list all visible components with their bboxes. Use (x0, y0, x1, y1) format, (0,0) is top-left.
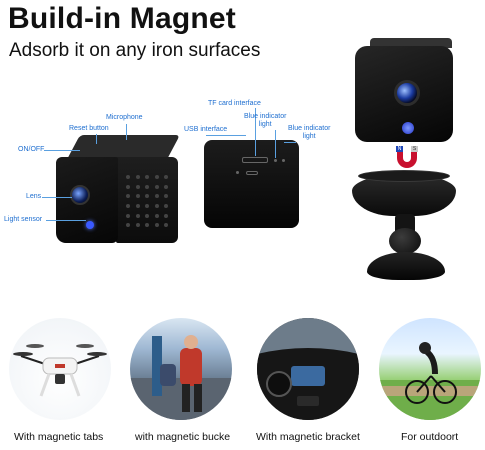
leader-line (46, 220, 86, 221)
backpack-icon (130, 335, 232, 420)
camera-back-panel (204, 140, 299, 228)
label-blue-indicator-1: Blue indicator light (244, 113, 287, 128)
label-light-sensor: Light sensor (4, 216, 43, 223)
leader-line (255, 108, 256, 156)
cube-camera (50, 135, 180, 245)
port-dot-icon (236, 171, 239, 174)
leader-line (206, 135, 246, 136)
tf-card-slot-icon (242, 157, 268, 163)
leader-line (284, 142, 296, 143)
page-subtitle: Adsorb it on any iron surfaces (9, 40, 261, 61)
indicator-light-icon (282, 159, 285, 162)
indicator-light-icon (274, 159, 277, 162)
label-usb: USB interface (184, 126, 228, 133)
leader-line (44, 150, 80, 151)
caption-magnetic-bucke: with magnetic bucke (135, 431, 231, 443)
label-tf-card: TF card interface (208, 100, 261, 107)
caption-magnetic-tabs: With magnetic tabs (14, 431, 104, 443)
magnet-icon: N S (396, 146, 418, 168)
blue-led-icon (402, 122, 414, 134)
cyclist-icon (379, 342, 481, 420)
scene-backpack (130, 318, 232, 420)
speaker-grille (126, 175, 170, 229)
light-sensor-icon (86, 221, 94, 229)
leader-line (96, 134, 97, 144)
car-dashboard-icon (257, 318, 359, 420)
leader-line (42, 197, 72, 198)
drone-icon (13, 344, 107, 397)
usb-port-icon (246, 171, 258, 175)
scene-drone (9, 318, 111, 420)
label-reset-button: Reset button (69, 125, 109, 132)
label-lens: Lens (26, 193, 42, 200)
magnetic-mount-rim (358, 170, 450, 182)
label-microphone: Microphone (106, 114, 143, 121)
label-onoff: ON/OFF (18, 146, 45, 153)
camera-top-edge (370, 38, 452, 48)
camera-lens-icon (70, 185, 90, 205)
leader-line (126, 124, 127, 140)
page-title: Build-in Magnet (8, 2, 236, 35)
scene-cyclist (379, 318, 481, 420)
caption-outdoort: For outdoort (401, 431, 459, 443)
caption-magnetic-bracket: With magnetic bracket (256, 431, 360, 443)
mount-base (367, 252, 445, 280)
camera-lens-icon (394, 80, 420, 106)
leader-line (275, 130, 276, 158)
mount-ball-joint (389, 228, 421, 254)
label-blue-indicator-2: Blue indicator light (288, 125, 331, 140)
scene-car (257, 318, 359, 420)
cube-side-face (116, 157, 178, 243)
